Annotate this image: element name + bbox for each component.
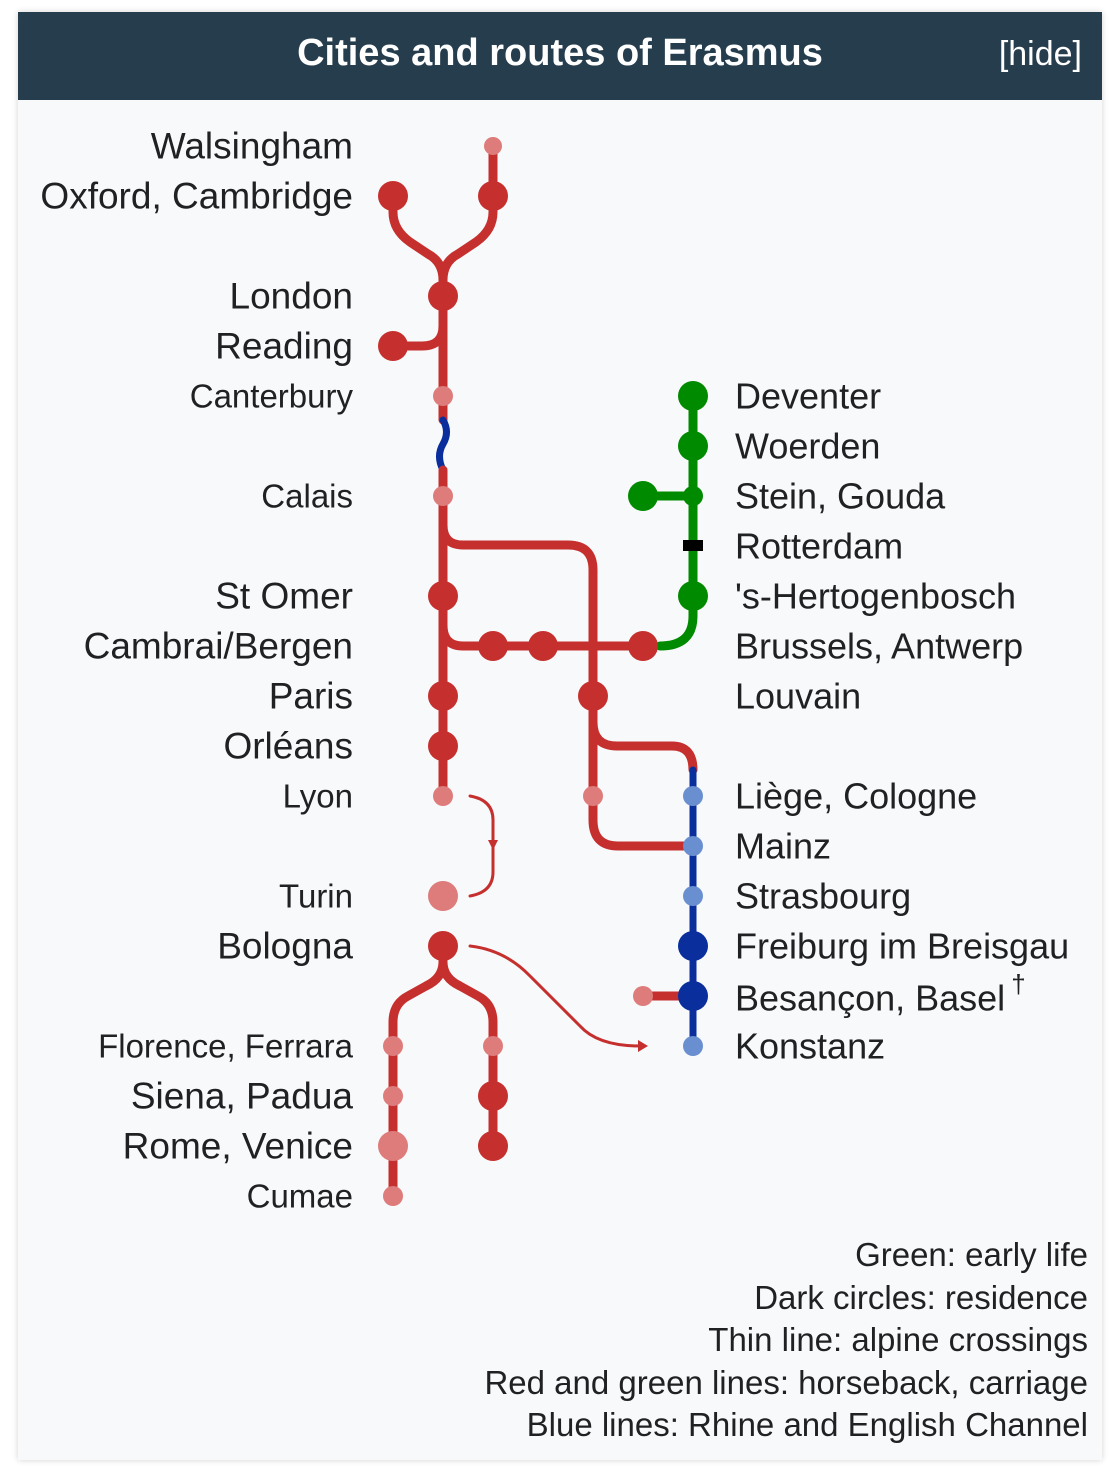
route-alpine-bologna-konstanz (468, 944, 642, 1048)
city-label-left: Bologna (217, 926, 353, 967)
legend-line-thin: Thin line: alpine crossings (708, 1321, 1088, 1358)
stop-basel (678, 981, 708, 1011)
city-label-left: Cumae (247, 1178, 353, 1215)
city-label-left: Oxford, Cambridge (40, 176, 353, 217)
route-cambridge-london (438, 191, 498, 285)
city-label-left: Turin (279, 878, 353, 915)
stop-calais (433, 486, 453, 506)
stop-florence (383, 1036, 403, 1056)
stop-louvain (578, 681, 608, 711)
arrow-alpine-konstanz (638, 1040, 648, 1052)
stop-bergen (528, 631, 558, 661)
legend-line-blue: Blue lines: Rhine and English Channel (526, 1406, 1088, 1443)
stop-mainz (683, 836, 703, 856)
stop-strasbourg (683, 886, 703, 906)
route-brussels-hertogenbosch (655, 591, 698, 651)
city-label-left: Paris (269, 676, 353, 717)
stop-ferrara (483, 1036, 503, 1056)
stop-gouda (683, 486, 703, 506)
infobox-title: Cities and routes of Erasmus (297, 32, 823, 74)
route-infobox: Cities and routes of Erasmus [hide] Gree… (18, 12, 1102, 1460)
city-label-left: Calais (261, 478, 353, 515)
stop-orleans (428, 731, 458, 761)
hide-toggle[interactable]: [hide] (998, 35, 1082, 73)
legend: Green: early life Dark circles: residenc… (484, 1234, 1088, 1447)
city-label-right: Rotterdam (735, 526, 903, 567)
stop-paris (428, 681, 458, 711)
stop-turin (428, 881, 458, 911)
route-channel-crossing (436, 416, 450, 474)
stop-cumae (383, 1186, 403, 1206)
stop-brussels (628, 631, 658, 661)
city-label-left: London (230, 276, 353, 317)
stop-oxford (378, 181, 408, 211)
legend-line-red-green: Red and green lines: horseback, carriage (484, 1363, 1088, 1401)
route-bologna-ferrara (438, 957, 498, 1151)
city-label-left: Lyon (283, 778, 353, 815)
city-label-left: Florence, Ferrara (98, 1028, 354, 1065)
stop-liege-cologne (683, 786, 703, 806)
city-label-left: Rome, Venice (123, 1126, 353, 1167)
stop-freiburg (678, 931, 708, 961)
stop-canterbury (433, 386, 453, 406)
stop-konstanz (683, 1036, 703, 1056)
stop-walsingham (484, 137, 502, 155)
legend-line-green: Green: early life (855, 1236, 1088, 1273)
stop-hertogenbosch (678, 581, 708, 611)
city-label-left: Orléans (223, 726, 353, 767)
city-label-left: Cambrai/Bergen (84, 626, 353, 667)
stop-stein (628, 481, 658, 511)
route-louvain-mainz (588, 691, 698, 851)
route-cambrai-brussels (438, 620, 648, 651)
stop-siena (383, 1086, 403, 1106)
stop-venice (478, 1131, 508, 1161)
city-label-left: St Omer (215, 576, 353, 617)
city-label-right: Freiburg im Breisgau (735, 926, 1069, 967)
city-label-right: Deventer (735, 376, 881, 417)
stop-st-omer (428, 581, 458, 611)
stop-rome (378, 1131, 408, 1161)
route-calais-louvain-upper (438, 520, 598, 701)
stop-route-stop-mid (583, 786, 603, 806)
stop-cambridge (478, 181, 508, 211)
stop-lyon (433, 786, 453, 806)
city-label-left: Siena, Padua (131, 1076, 354, 1117)
stop-rotterdam-marker (683, 540, 703, 551)
city-label-right: Brussels, Antwerp (735, 626, 1023, 667)
stop-london (428, 281, 458, 311)
stop-besancon (633, 986, 653, 1006)
city-label-right: Besançon, Basel† (735, 969, 1026, 1019)
city-label-right: Stein, Gouda (735, 476, 946, 517)
city-label-right: 's-Hertogenbosch (735, 576, 1016, 617)
city-label-right: Mainz (735, 826, 831, 867)
route-alpine-lyon-turin (468, 794, 495, 898)
stop-reading (378, 331, 408, 361)
city-label-left: Reading (215, 326, 353, 367)
route-oxford-london (388, 191, 448, 301)
route-louvain-cologne (588, 717, 698, 775)
stop-bologna (428, 931, 458, 961)
city-label-right: Woerden (735, 426, 880, 467)
stop-deventer (678, 381, 708, 411)
city-label-right: Strasbourg (735, 876, 911, 917)
legend-line-circles: Dark circles: residence (754, 1278, 1088, 1316)
death-marker: † (1011, 969, 1025, 999)
city-label-right: Konstanz (735, 1026, 885, 1067)
city-label-left: Canterbury (190, 378, 354, 415)
stop-woerden (678, 431, 708, 461)
city-label-left: Walsingham (151, 126, 353, 167)
arrow-alpine-turin (488, 840, 498, 850)
stop-padua (478, 1081, 508, 1111)
city-label-right: Liège, Cologne (735, 776, 977, 817)
city-label-right: Louvain (735, 676, 861, 717)
stop-cambrai (478, 631, 508, 661)
infobox-header: Cities and routes of Erasmus [hide] (18, 12, 1102, 100)
